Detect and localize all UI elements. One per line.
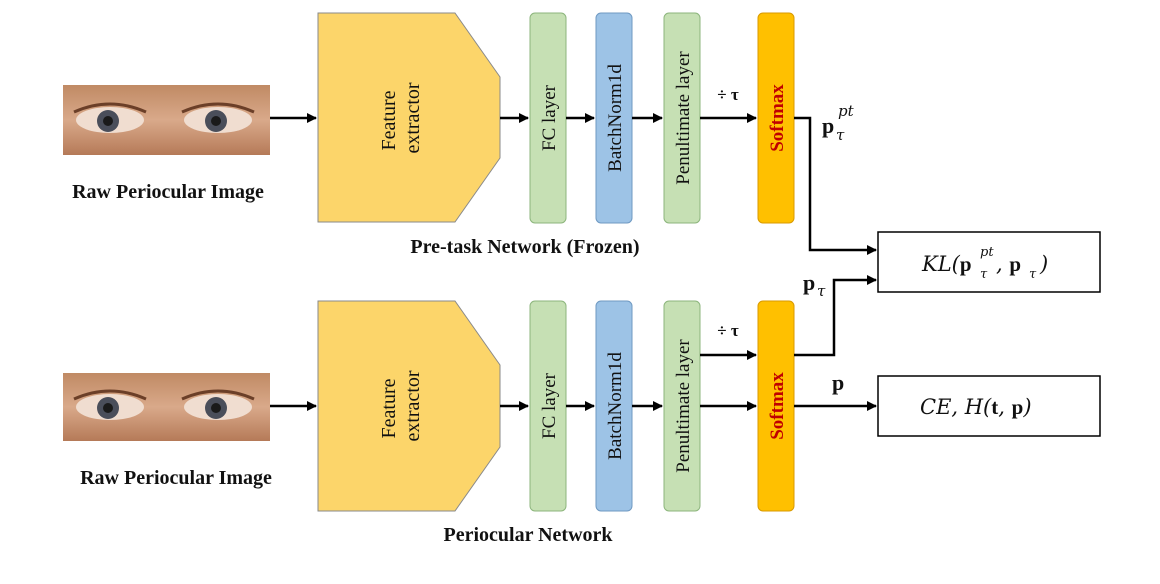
svg-text:Penultimate layer: Penultimate layer xyxy=(673,339,694,473)
softmax-bottom: Softmax xyxy=(757,300,795,512)
kl-p1-sub: τ xyxy=(980,267,988,282)
penultimate-layer-top: Penultimate layer xyxy=(663,12,701,224)
batchnorm-bottom: BatchNorm1d xyxy=(595,300,633,512)
svg-text:Penultimate layer: Penultimate layer xyxy=(673,51,694,185)
kl-loss-box: KL(p pt τ , p τ ) xyxy=(877,231,1101,293)
periocular-image-top xyxy=(63,85,270,155)
ce-loss-box: CE, H(t, p) xyxy=(877,375,1101,437)
svg-text:, p: , p xyxy=(996,252,1021,276)
svg-text:KL(p: KL(p xyxy=(921,252,972,276)
output-label-top: p xyxy=(822,113,834,138)
svg-text:Feature extractor: Feature extractor xyxy=(378,370,424,441)
input-label-bottom: Raw Periocular Image xyxy=(80,467,272,489)
svg-text:Softmax: Softmax xyxy=(767,372,788,440)
svg-text:): ) xyxy=(1039,252,1048,276)
softmax-top: Softmax xyxy=(757,12,795,224)
svg-text:Softmax: Softmax xyxy=(767,84,788,152)
feature-extractor-bottom: Feature extractor xyxy=(317,300,501,512)
fc-layer-top: FC layer xyxy=(529,12,567,224)
svg-text:CE, H(t, p): CE, H(t, p) xyxy=(920,395,1032,419)
svg-text:FC layer: FC layer xyxy=(539,84,560,151)
output-label-top-sub: τ xyxy=(836,126,845,144)
periocular-image-bottom xyxy=(63,373,270,441)
svg-text:Feature extractor: Feature extractor xyxy=(378,82,424,153)
network-label-bottom: Periocular Network xyxy=(443,524,613,546)
temperature-label-top: ÷ τ xyxy=(717,85,739,104)
network-label-top: Pre-task Network (Frozen) xyxy=(410,236,639,258)
svg-text:FC layer: FC layer xyxy=(539,372,560,439)
input-label-top: Raw Periocular Image xyxy=(72,181,264,203)
fc-layer-bottom: FC layer xyxy=(529,300,567,512)
output-label-top-sup: pt xyxy=(838,102,855,120)
temperature-label-bottom: ÷ τ xyxy=(717,321,739,340)
kl-p1-sup: pt xyxy=(980,245,994,260)
svg-text:BatchNorm1d: BatchNorm1d xyxy=(605,352,626,460)
kl-p2-sub: τ xyxy=(1029,267,1037,282)
batchnorm-top: BatchNorm1d xyxy=(595,12,633,224)
output-soft-sub: τ xyxy=(817,282,826,300)
output-soft-label-bottom: p xyxy=(803,270,815,295)
svg-text:BatchNorm1d: BatchNorm1d xyxy=(605,64,626,172)
penultimate-layer-bottom: Penultimate layer xyxy=(663,300,701,512)
output-hard-label-bottom: p xyxy=(832,370,844,395)
feature-extractor-top: Feature extractor xyxy=(317,12,501,223)
